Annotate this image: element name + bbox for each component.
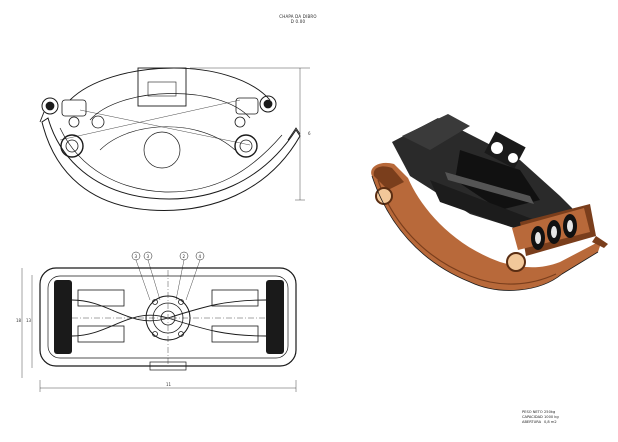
spec-value: 0,8 m2 xyxy=(544,420,557,424)
title-block: CHAPA DA DIBRO D 0.00 xyxy=(268,14,328,24)
spec-value: 1000 kg xyxy=(544,415,559,419)
spec-label: PESO NETO xyxy=(522,410,543,414)
side-height-dimension: 6 xyxy=(308,131,311,136)
spec-row: CAPACIDAD 1000 kg xyxy=(522,415,566,420)
spec-row: PESO NETO 250kg xyxy=(522,410,566,415)
title-line-1: CHAPA DA DIBRO xyxy=(279,14,317,19)
title-line-2: D 0.00 xyxy=(290,19,306,24)
balloon-label: 2 xyxy=(183,254,186,259)
balloon-label: 3 xyxy=(135,254,138,259)
top-width-dimension: 11 xyxy=(166,382,172,387)
spec-label: CAPACIDAD xyxy=(522,415,543,419)
balloon-label: 4 xyxy=(199,254,202,259)
top-height-outer-dimension: 18 xyxy=(16,318,22,323)
side-view xyxy=(39,67,310,211)
spec-value: 250kg xyxy=(544,410,556,414)
top-height-inner-dimension: 13 xyxy=(26,318,32,323)
top-view xyxy=(21,251,297,392)
isometric-render xyxy=(371,114,608,291)
specs-table: PESO NETO 250kg CAPACIDAD 1000 kg ABERTU… xyxy=(522,410,566,425)
spec-label: ABERTURA xyxy=(522,420,542,424)
balloon-label: 3 xyxy=(147,254,150,259)
spec-row: ABERTURA 0,8 m2 xyxy=(522,420,566,425)
